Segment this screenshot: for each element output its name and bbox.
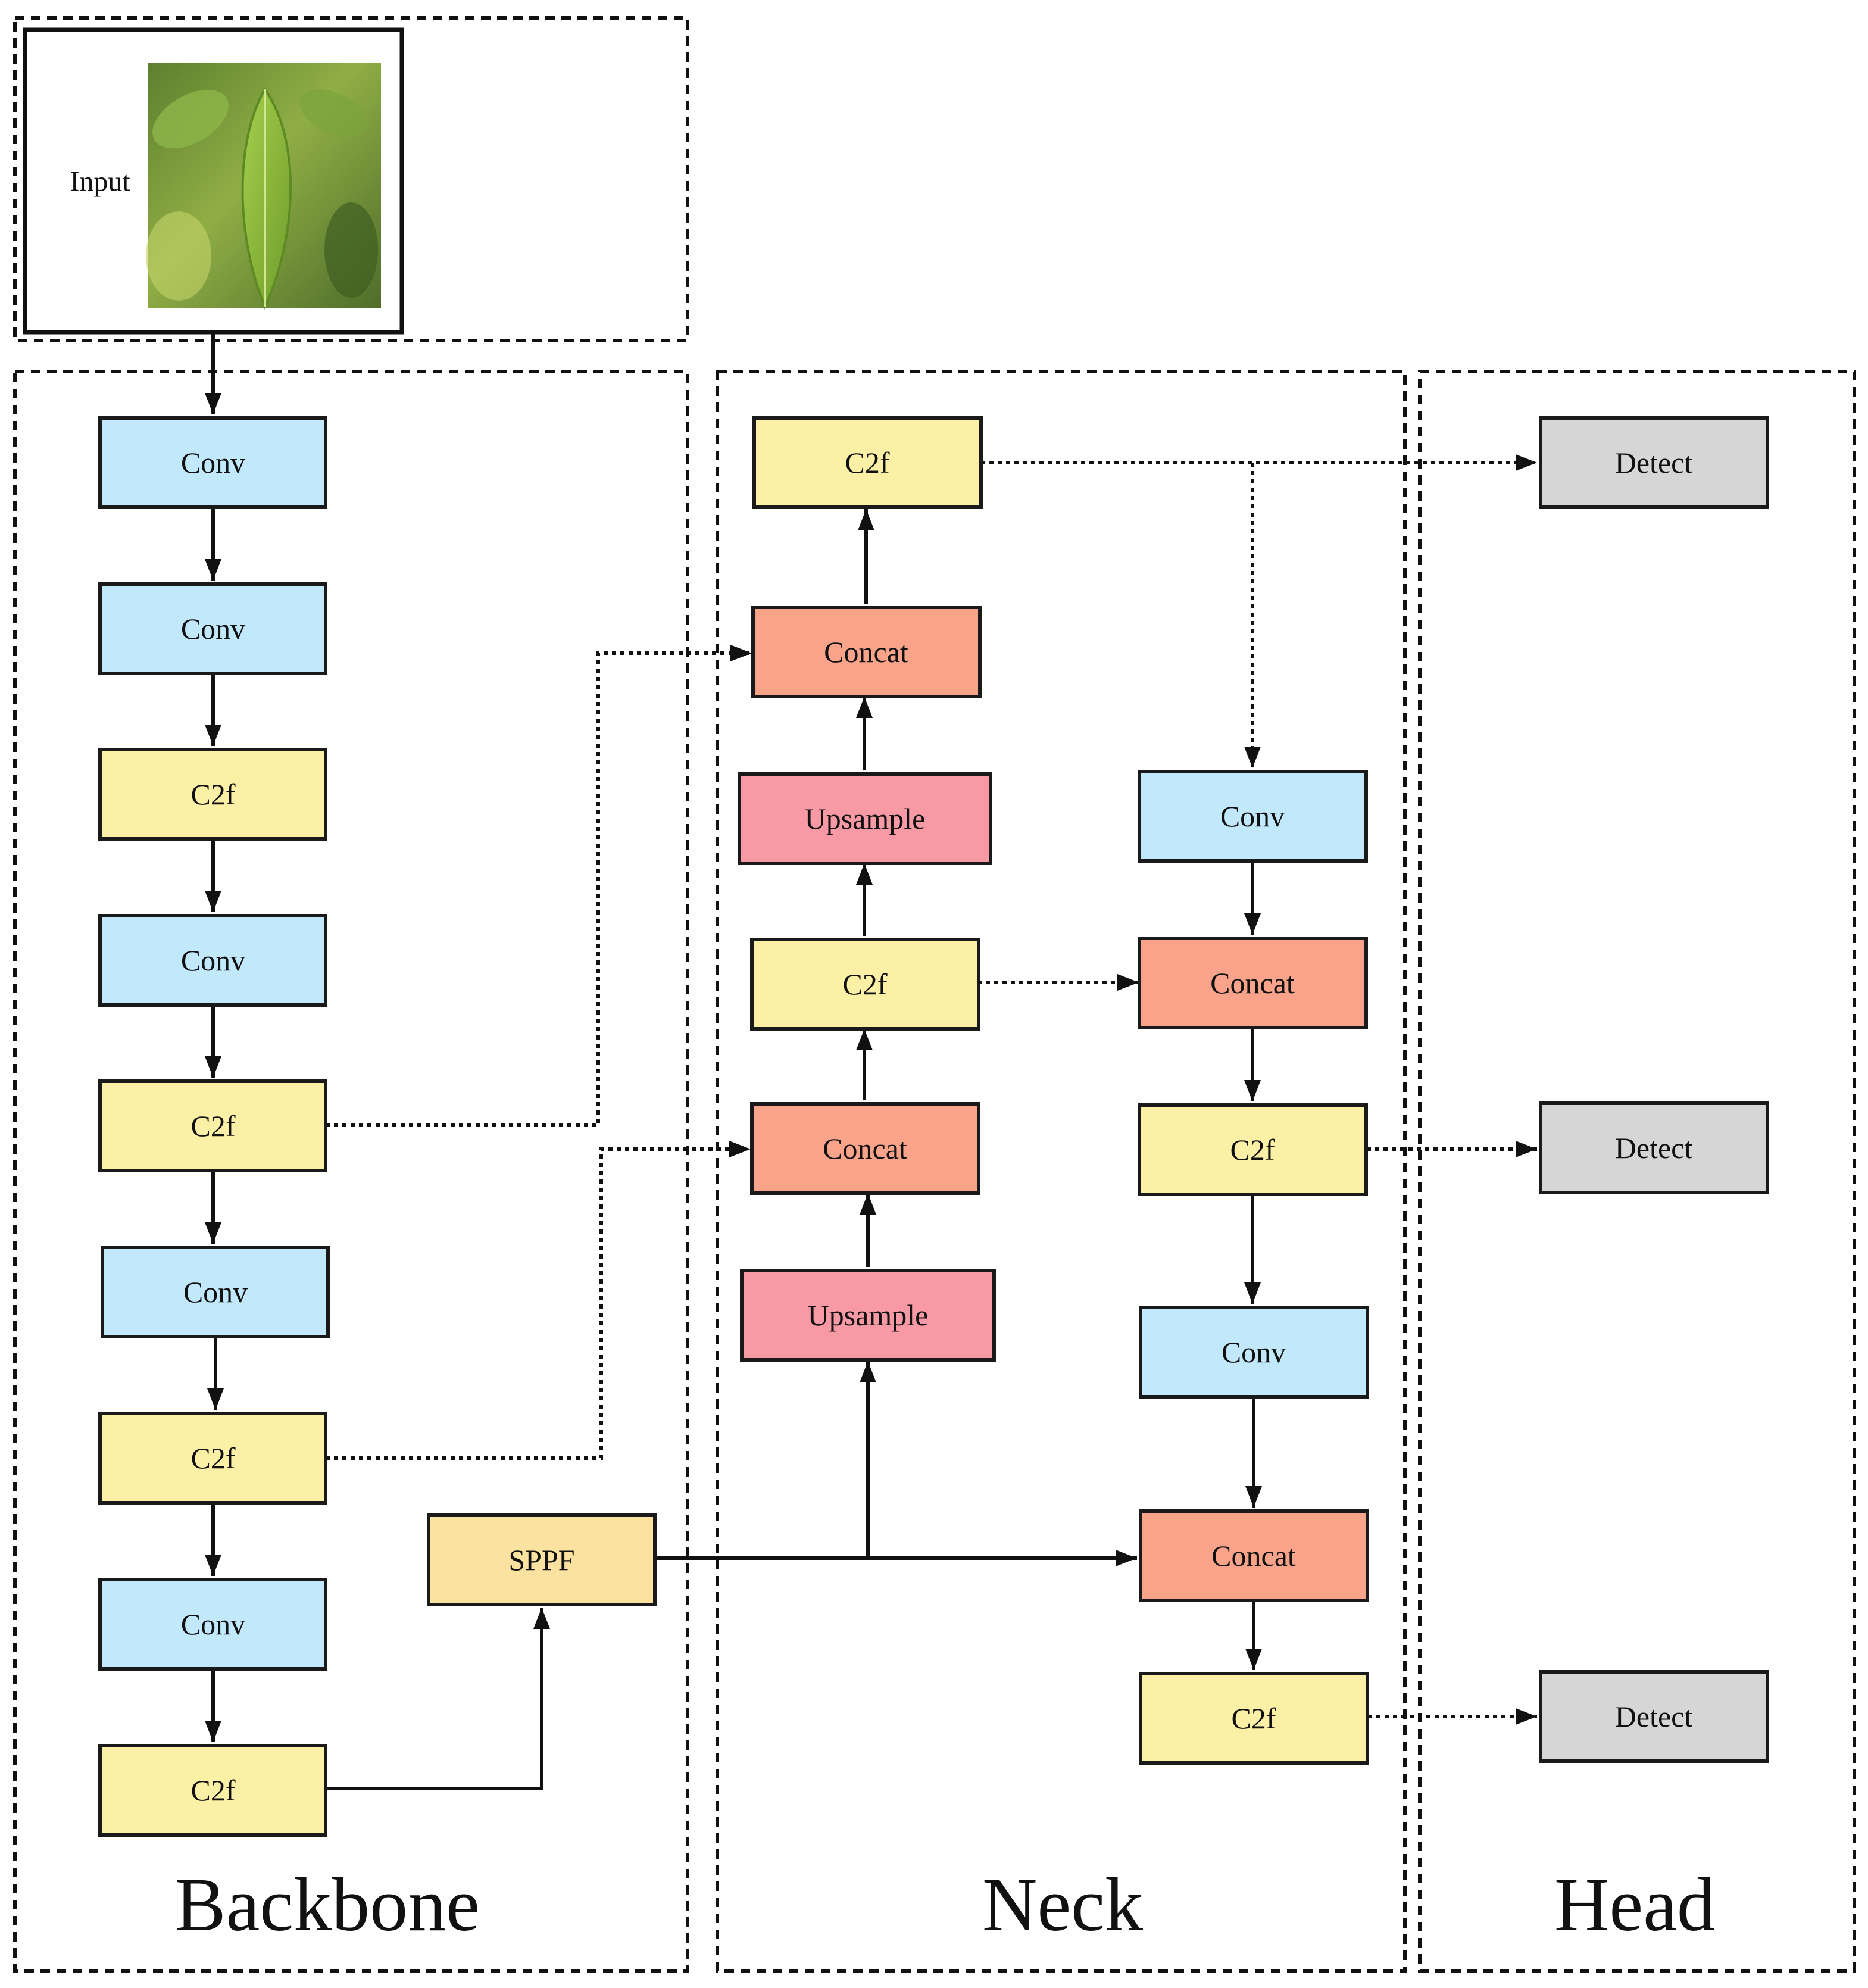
block-label: Conv xyxy=(181,1608,245,1641)
block-box xyxy=(1138,1103,1368,1196)
block-label: C2f xyxy=(1230,1133,1275,1166)
neck-block: C2f xyxy=(1139,1672,1369,1765)
backbone-block: Conv xyxy=(98,582,327,675)
block-box xyxy=(98,1744,327,1837)
block-box xyxy=(98,914,327,1007)
backbone-block: Conv xyxy=(101,1246,330,1338)
block-label: C2f xyxy=(845,446,890,479)
block-box xyxy=(98,1079,327,1172)
neck-block: Concat xyxy=(1139,1509,1369,1602)
block-label: Concat xyxy=(1210,966,1295,1000)
block-box xyxy=(750,938,980,1031)
block-box xyxy=(740,1269,996,1362)
block-label: Detect xyxy=(1615,1700,1693,1733)
block-box xyxy=(1539,1101,1769,1194)
block-label: Detect xyxy=(1615,446,1693,479)
block-box xyxy=(1539,1670,1769,1763)
block-box xyxy=(98,748,327,841)
neck-block: C2f xyxy=(752,416,983,509)
block-box xyxy=(98,582,327,675)
neck-block: C2f xyxy=(1138,1103,1368,1196)
head-region xyxy=(1418,370,1856,1973)
block-label: C2f xyxy=(191,1441,236,1475)
neck-block: Concat xyxy=(1138,937,1368,1029)
block-label: C2f xyxy=(843,968,888,1001)
backbone-title: Backbone xyxy=(175,1862,480,1947)
neck-block: Upsample xyxy=(738,772,992,865)
neck-block: Conv xyxy=(1139,1306,1369,1399)
block-label: Concat xyxy=(1211,1539,1296,1572)
leaf-image xyxy=(146,63,381,310)
block-label: Concat xyxy=(824,635,908,669)
block-box xyxy=(1139,1306,1369,1399)
block-label: C2f xyxy=(1232,1702,1276,1735)
block-label: C2f xyxy=(191,778,236,811)
block-box xyxy=(1138,770,1368,863)
block-box xyxy=(1139,1509,1369,1602)
backbone-block: C2f xyxy=(98,1079,327,1172)
block-label: C2f xyxy=(191,1774,236,1807)
block-box xyxy=(752,416,983,509)
input-panel: Input xyxy=(23,27,404,335)
skip-backbone-c2f-to-concat-top xyxy=(326,645,752,1127)
block-box xyxy=(1138,937,1368,1029)
block-label: Conv xyxy=(181,612,245,645)
block-box xyxy=(738,772,992,865)
neck-region xyxy=(716,370,1407,1973)
block-label: Upsample xyxy=(805,802,926,835)
block-box xyxy=(98,1412,327,1505)
skip-backbone-c2f-to-concat-low xyxy=(326,1141,751,1460)
backbone-block: C2f xyxy=(98,1412,327,1505)
block-label: Conv xyxy=(181,944,245,977)
block-box xyxy=(751,606,982,698)
block-label: Conv xyxy=(181,446,245,479)
block-label: Conv xyxy=(1220,800,1285,833)
input-label: Input xyxy=(70,166,130,198)
block-box xyxy=(750,1102,980,1195)
head-title: Head xyxy=(1554,1862,1715,1947)
neck-block: Concat xyxy=(751,606,982,698)
block-box xyxy=(427,1513,657,1606)
neck-block: Upsample xyxy=(740,1269,996,1362)
backbone-block: C2f xyxy=(98,1744,327,1837)
head-detect-block: Detect xyxy=(1539,1101,1769,1194)
backbone-block: C2f xyxy=(98,748,327,841)
block-label: Conv xyxy=(1222,1335,1286,1369)
block-label: Concat xyxy=(823,1132,907,1165)
head-detect-block: Detect xyxy=(1539,416,1769,509)
block-label: Conv xyxy=(183,1275,248,1309)
block-box xyxy=(1539,416,1769,509)
block-label: Upsample xyxy=(808,1299,929,1332)
block-box xyxy=(1139,1672,1369,1765)
block-box xyxy=(98,1578,327,1671)
backbone-block: Conv xyxy=(98,914,327,1007)
block-label: C2f xyxy=(191,1109,236,1143)
backbone-region xyxy=(13,370,689,1973)
backbone-block: Conv xyxy=(98,416,327,509)
neck-title: Neck xyxy=(982,1862,1143,1947)
arrow-c2f-to-sppf xyxy=(326,1608,550,1790)
head-detect-block: Detect xyxy=(1539,1670,1769,1763)
neck-block: Conv xyxy=(1138,770,1368,863)
block-box xyxy=(98,416,327,509)
neck-block: C2f xyxy=(750,938,980,1031)
connectors xyxy=(205,333,1537,1790)
sppf-block: SPPF xyxy=(427,1513,657,1606)
block-label: Detect xyxy=(1615,1131,1693,1165)
backbone-block: Conv xyxy=(98,1578,327,1671)
block-box xyxy=(101,1246,330,1338)
block-label: SPPF xyxy=(508,1543,574,1577)
neck-block: Concat xyxy=(750,1102,980,1195)
